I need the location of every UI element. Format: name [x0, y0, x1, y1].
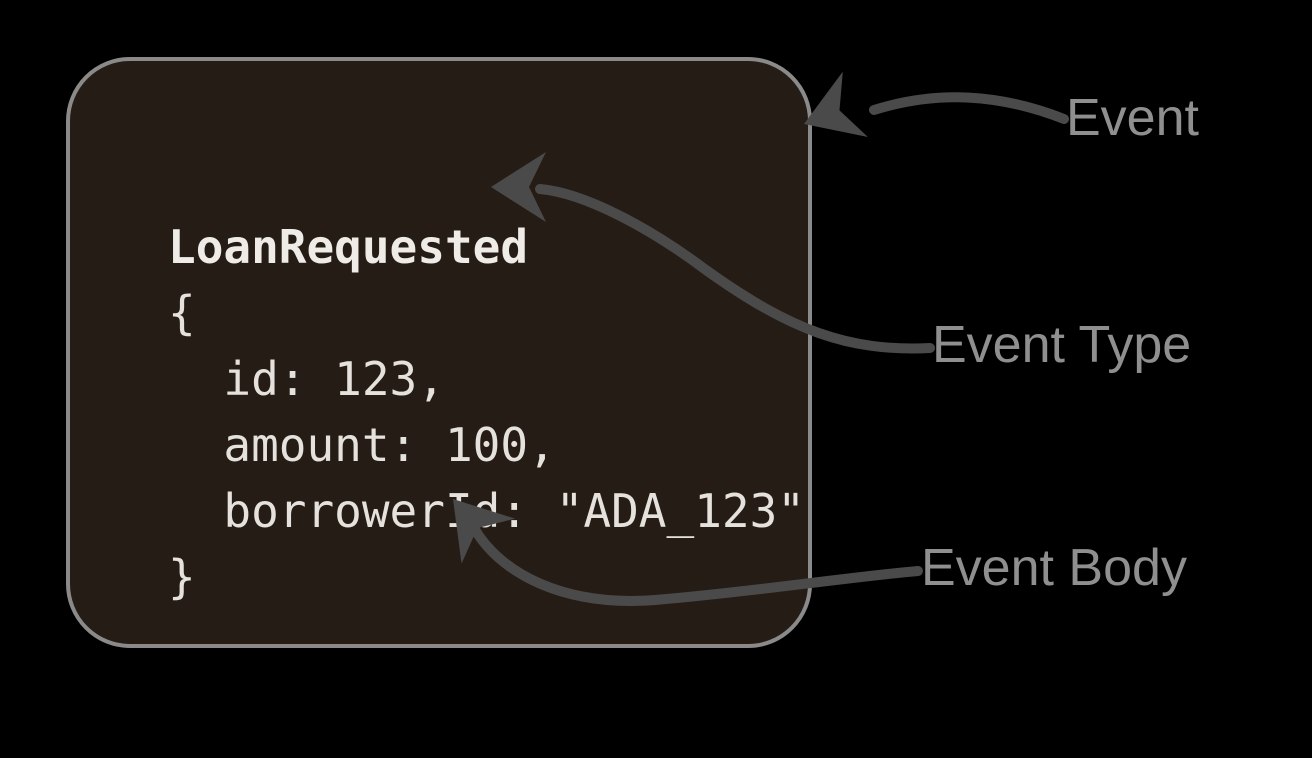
event-arrow: [804, 71, 1069, 137]
label-event-type: Event Type: [932, 316, 1192, 374]
event-body-line: id: 123,: [168, 352, 445, 406]
event-type-text: LoanRequested: [168, 220, 529, 274]
event-body-line: borrowerId: "ADA_123": [168, 484, 805, 538]
event-card: LoanRequested { id: 123, amount: 100, bo…: [66, 57, 812, 648]
event-code-block: LoanRequested { id: 123, amount: 100, bo…: [168, 214, 805, 610]
event-body-line: {: [168, 286, 196, 340]
event-body-line: }: [168, 550, 196, 604]
label-event: Event: [1066, 89, 1199, 147]
event-body-line: amount: 100,: [168, 418, 556, 472]
label-event-body: Event Body: [921, 539, 1187, 597]
